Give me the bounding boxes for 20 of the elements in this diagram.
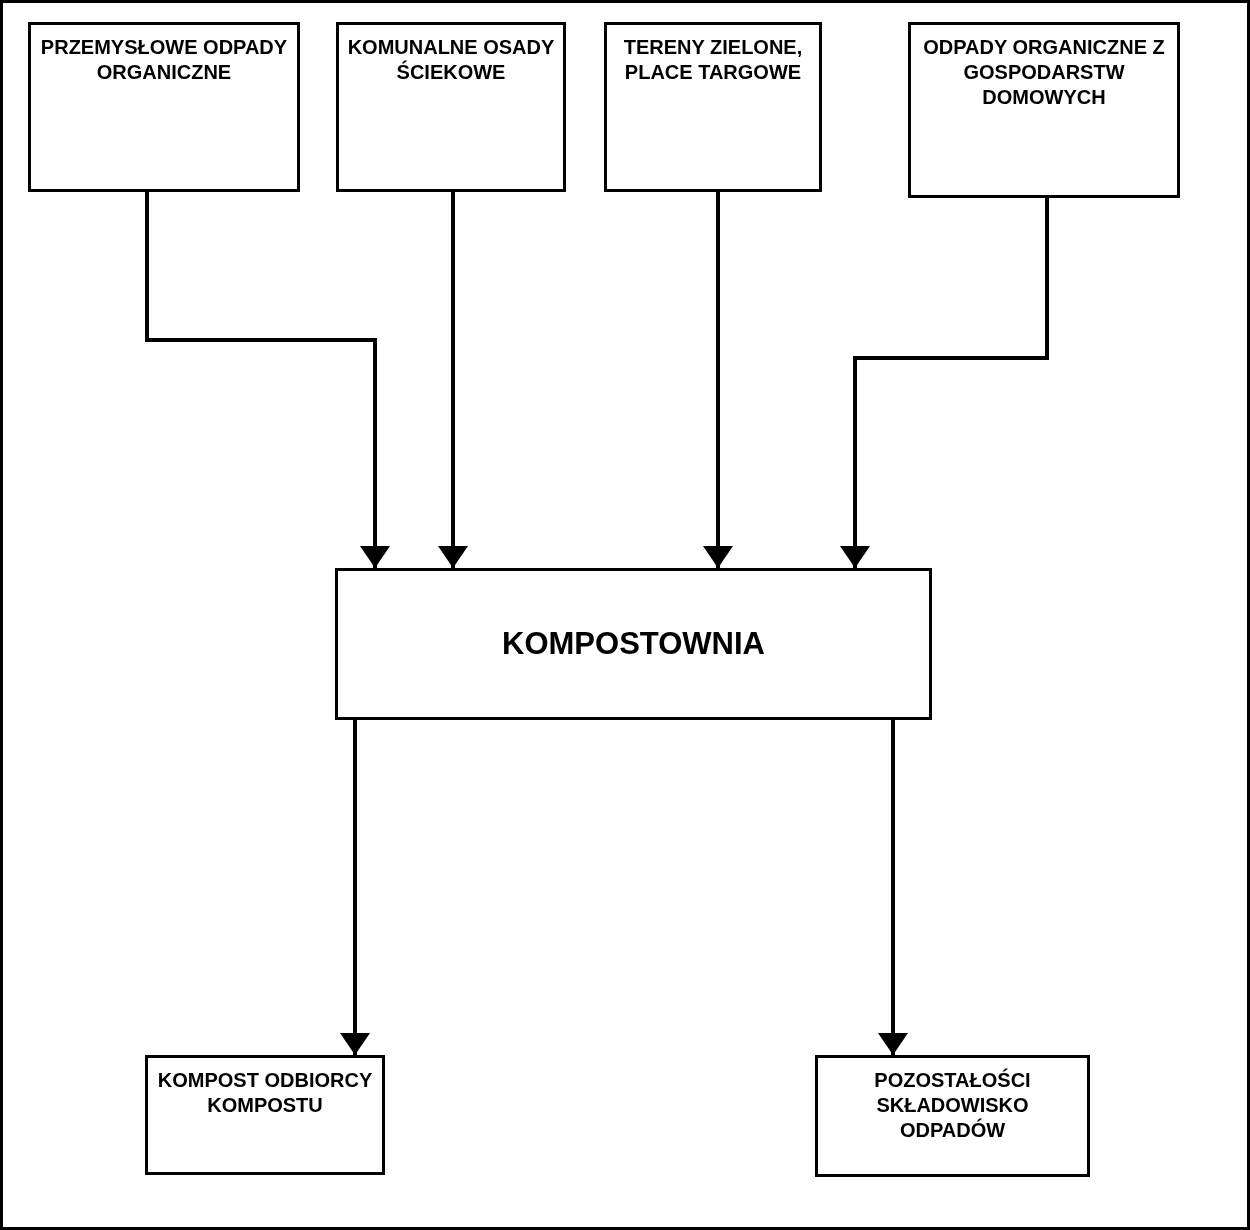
process-box bbox=[145, 1055, 385, 1175]
box-label: PRZEMYSŁOWE ODPADY ORGANICZNE bbox=[39, 35, 289, 85]
arrow bbox=[878, 720, 908, 1055]
process-box bbox=[815, 1055, 1090, 1177]
arrow bbox=[703, 192, 733, 568]
arrow bbox=[840, 198, 1049, 568]
arrow bbox=[145, 192, 390, 568]
box-label: POZOSTAŁOŚCI SKŁADOWISKO ODPADÓW bbox=[873, 1068, 1032, 1143]
process-box bbox=[908, 22, 1180, 198]
box-label: ODPADY ORGANICZNE Z GOSPODARSTW DOMOWYCH bbox=[922, 35, 1166, 110]
process-box bbox=[604, 22, 822, 192]
process-box bbox=[28, 22, 300, 192]
box-label: KOMPOSTOWNIA bbox=[502, 624, 765, 663]
box-label: KOMUNALNE OSADY ŚCIEKOWE bbox=[347, 35, 555, 85]
process-box bbox=[335, 568, 932, 720]
arrow bbox=[438, 192, 468, 568]
process-box bbox=[336, 22, 566, 192]
box-label: KOMPOST ODBIORCY KOMPOSTU bbox=[156, 1068, 374, 1118]
box-label: TERENY ZIELONE, PLACE TARGOWE bbox=[622, 35, 804, 85]
arrow bbox=[340, 720, 370, 1055]
